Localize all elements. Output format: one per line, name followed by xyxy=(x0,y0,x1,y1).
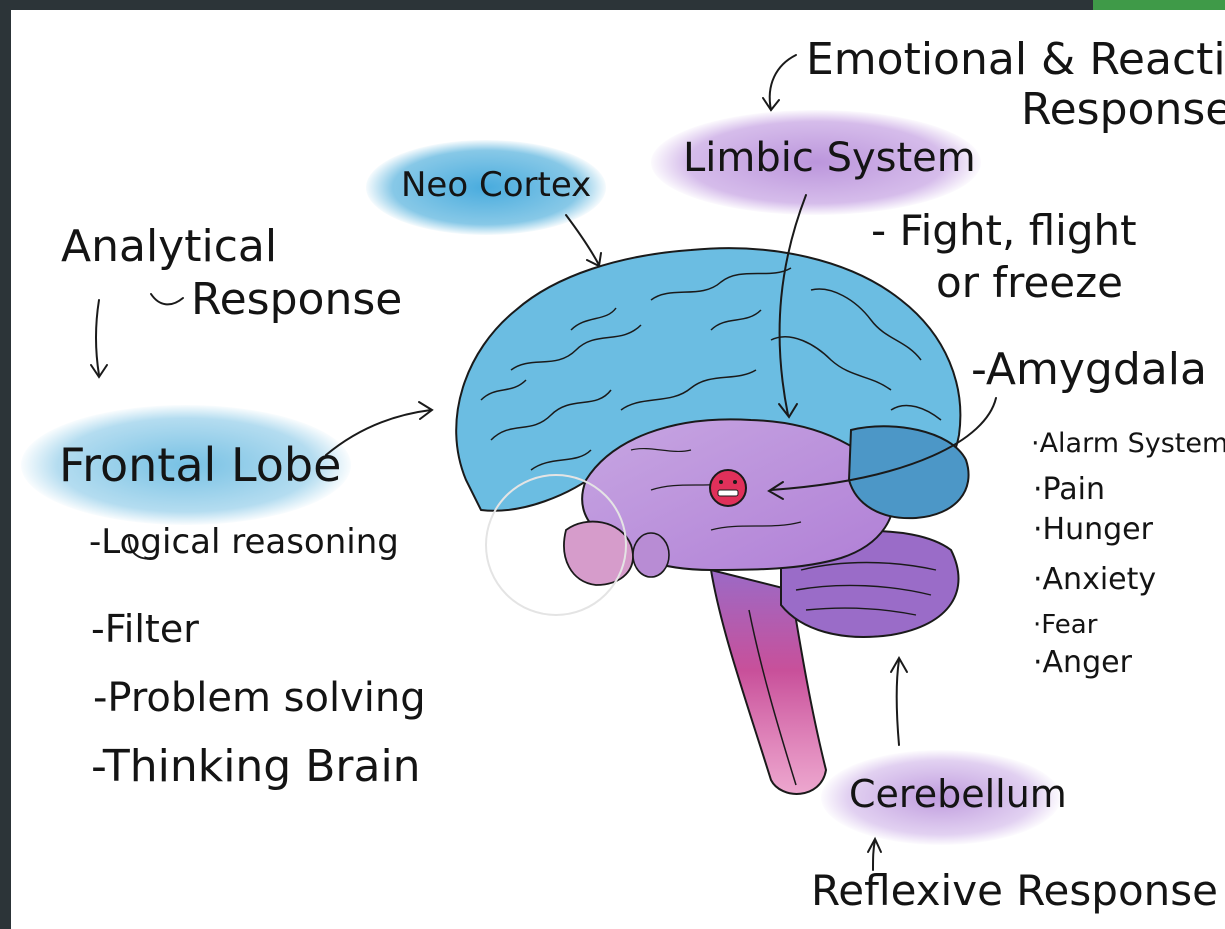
amygdala-point-fear: ·Fear xyxy=(1033,612,1097,638)
analytical-response-line2: Response xyxy=(191,278,402,322)
neo-cortex-label: Neo Cortex xyxy=(401,168,591,202)
reflexive-response-label: Reflexive Response xyxy=(811,870,1218,912)
limbic-system-label: Limbic System xyxy=(683,138,976,178)
limbic-point-freeze: or freeze xyxy=(936,262,1123,304)
amygdala-point-hunger: ·Hunger xyxy=(1033,515,1153,545)
amygdala-point-anxiety: ·Anxiety xyxy=(1033,565,1156,595)
window-frame-left xyxy=(0,0,11,929)
amygdala-icon xyxy=(710,470,746,506)
frontal-point-filter: -Filter xyxy=(91,610,199,648)
diagram-canvas: Emotional & Reactive Response Limbic Sys… xyxy=(11,10,1225,929)
frontal-point-thinking: -Thinking Brain xyxy=(91,745,421,789)
frontal-point-problem: -Problem solving xyxy=(93,678,426,718)
analytical-response-line1: Analytical xyxy=(61,225,277,269)
amygdala-label: -Amygdala xyxy=(971,348,1207,392)
amygdala-point-anger: ·Anger xyxy=(1033,648,1132,678)
cerebellum-label: Cerebellum xyxy=(849,775,1067,813)
limbic-point-fight: - Fight, flight xyxy=(871,210,1137,252)
corner-green-tab xyxy=(1093,0,1225,10)
frontal-lobe-label: Frontal Lobe xyxy=(59,442,341,488)
window-frame-top xyxy=(0,0,1225,10)
amygdala-point-pain: ·Pain xyxy=(1033,475,1105,505)
frontal-point-logical: -Logical reasoning xyxy=(89,525,399,559)
emotional-response-line2: Response xyxy=(1021,88,1225,132)
amygdala-point-alarm: ·Alarm System xyxy=(1031,430,1225,457)
emotional-response-line1: Emotional & Reactive xyxy=(806,38,1225,82)
